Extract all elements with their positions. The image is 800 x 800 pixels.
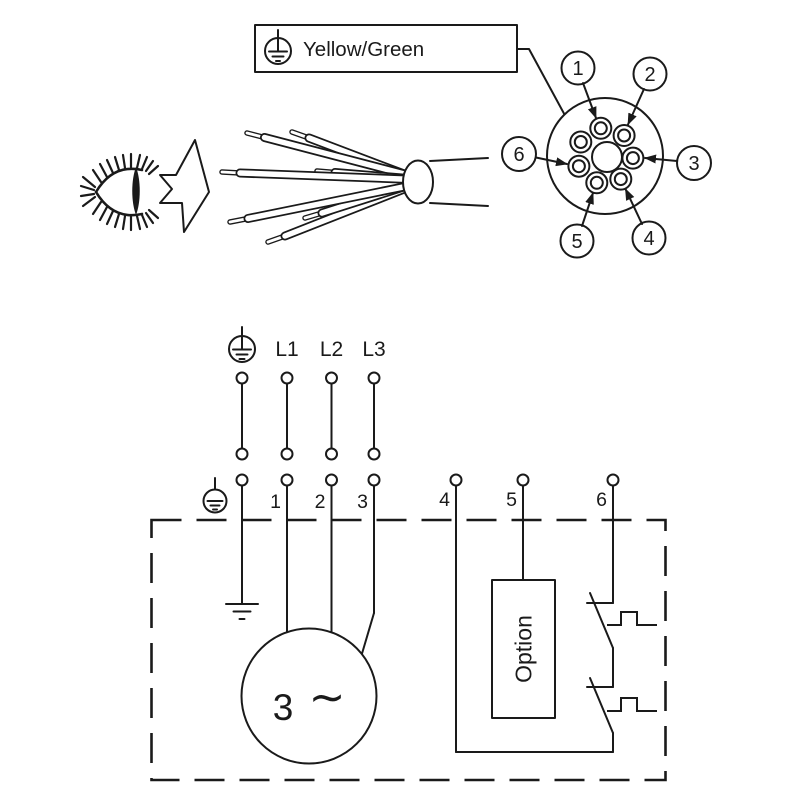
phase-label-l2: L2 [320,338,343,361]
view-direction-arrow-icon [159,139,210,233]
protective-earth-icon [228,326,256,363]
svg-text:3: 3 [688,153,699,175]
pin-callout-3: 3 [644,145,712,181]
motor-symbol: 3 ∼ [240,627,378,765]
wire-number-1: 1 [270,491,281,513]
earth-label-box: Yellow/Green [254,24,575,133]
pin-callout-4: 4 [624,188,667,256]
cable-grommet [402,159,434,205]
motor-ac-symbol: ∼ [309,673,346,722]
thermal-switch-1 [586,592,657,688]
connector-center-hole [591,141,623,173]
phase-label-l1: L1 [275,338,298,361]
cable-wire [219,168,419,184]
option-box-label: Option [511,615,537,683]
connector-pin-6 [567,154,591,178]
pin-callout-2: 2 [627,56,668,126]
cable-fan-illustration [219,129,489,245]
connector-pin-3 [621,146,645,170]
protective-earth-icon [202,477,228,514]
svg-text:4: 4 [643,228,654,250]
thermal-element-icon [607,697,657,712]
earth-label-leader-arrow [516,48,575,133]
wire-number-2: 2 [315,491,326,513]
cable-sheath-line [429,202,489,207]
protective-earth-icon [264,29,292,65]
wire-number-5: 5 [506,489,517,511]
wiring-schematic: L1 L2 L3 [150,326,667,782]
motor-phase-count: 3 [273,687,294,728]
connector-pin-4 [609,167,633,191]
earth-wire-color-label: Yellow/Green [303,38,424,61]
motor-terminal-row [235,473,620,487]
connector-pin-earth [569,130,593,154]
connector-pin-2 [612,124,636,147]
supply-terminal-links [235,371,381,461]
connector-pin-5 [585,171,609,195]
wire-number-3: 3 [357,491,368,513]
option-box: Option [491,579,556,719]
view-direction-eye-icon [79,152,160,232]
pin-callout-5: 5 [559,192,595,259]
phase-label-l3: L3 [362,338,385,361]
svg-text:2: 2 [644,64,655,86]
wire-number-4: 4 [439,489,450,511]
thermal-element-icon [607,611,657,626]
svg-text:6: 6 [513,144,524,166]
svg-text:1: 1 [572,58,583,80]
pin-callout-6: 6 [501,136,568,172]
connector-pin-1 [589,116,613,140]
pump-housing-boundary [150,518,667,782]
wire-number-6: 6 [596,489,607,511]
cable-wire [244,130,417,181]
pin-callout-1: 1 [560,50,597,119]
cable-wire [227,180,418,225]
cable-sheath-line [429,157,489,162]
connector-face: 1 2 3 4 5 6 [501,50,712,259]
svg-text:5: 5 [571,231,582,253]
thermal-switch-2 [586,677,657,753]
ground-symbol [225,603,259,620]
motor-wires [241,484,614,753]
